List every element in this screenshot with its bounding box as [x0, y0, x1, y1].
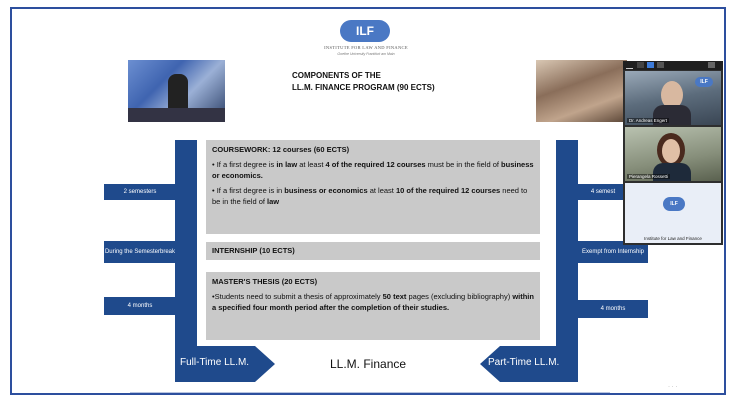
graduation-photo — [128, 60, 225, 122]
participant-3-logo: ILF — [663, 197, 685, 211]
graduate-figure — [168, 74, 188, 116]
internship-heading: INTERNSHIP (10 ECTS) — [212, 246, 295, 255]
coursework-bullet-law: • If a first degree is in law at least 4… — [212, 160, 534, 180]
part-time-bar — [556, 140, 578, 346]
ilf-logo: ILF — [340, 20, 390, 42]
participant-1-name: Dr. Andreas Engert — [627, 118, 670, 123]
left-tag-months: 4 months — [104, 297, 176, 315]
participant-3-name: Institute for Law and Finance — [644, 236, 702, 241]
audience-figure — [128, 108, 225, 122]
right-tag-internship: Exempt from Internship — [578, 241, 648, 263]
thesis-text: •Students need to submit a thesis of app… — [212, 292, 534, 312]
part-time-arrow-tip — [480, 346, 500, 382]
strip-view-icon[interactable] — [657, 62, 664, 68]
coursework-heading: COURSEWORK: 12 courses (60 ECTS) — [212, 145, 350, 154]
slide-title-line1: COMPONENTS OF THE — [292, 71, 381, 80]
coursework-box: COURSEWORK: 12 courses (60 ECTS) • If a … — [206, 140, 540, 234]
next-slide-edge — [130, 392, 610, 398]
video-toolbar[interactable] — [623, 61, 723, 70]
part-time-label: Part-Time LL.M. — [488, 357, 560, 368]
full-time-bar — [175, 140, 197, 346]
thesis-heading: MASTER'S THESIS (20 ECTS) — [212, 277, 318, 286]
classroom-photo — [536, 60, 627, 122]
minimize-icon[interactable] — [626, 62, 633, 69]
participant-tile-1[interactable]: ILF Dr. Andreas Engert — [625, 71, 721, 125]
right-tag-semesters: 4 semest — [578, 184, 628, 200]
internship-box: INTERNSHIP (10 ECTS) — [206, 242, 540, 260]
program-name: LL.M. Finance — [330, 357, 407, 371]
participant-2-body — [653, 163, 691, 181]
full-time-arrow-tip — [255, 346, 275, 382]
participant-2-name: Pierangela Rossetti — [627, 174, 671, 179]
right-tag-months: 4 months — [578, 300, 648, 318]
video-panel: ILF Dr. Andreas Engert Pierangela Rosset… — [623, 61, 723, 245]
part-time-arrow — [500, 346, 578, 382]
participant-2-face — [662, 139, 680, 163]
page-indicator: · · · — [668, 384, 678, 390]
participant-1-face — [661, 81, 683, 109]
speaker-view-icon[interactable] — [637, 62, 644, 68]
slide-title-line2: LL.M. FINANCE PROGRAM (90 ECTS) — [292, 83, 435, 92]
left-tag-semesterbreak: During the Semesterbreak — [104, 241, 176, 263]
full-time-label: Full-Time LL.M. — [180, 357, 250, 368]
thesis-box: MASTER'S THESIS (20 ECTS) •Students need… — [206, 272, 540, 340]
slide-title: COMPONENTS OF THE LL.M. FINANCE PROGRAM … — [292, 70, 435, 94]
left-tag-semesters: 2 semesters — [104, 184, 176, 200]
participant-tile-2[interactable]: Pierangela Rossetti — [625, 127, 721, 181]
participant-1-logo: ILF — [695, 77, 713, 87]
institute-subtitle: Goethe University Frankfurt am Main — [337, 52, 395, 56]
participant-tile-3[interactable]: ILF Institute for Law and Finance — [625, 183, 721, 243]
institute-name: INSTITUTE FOR LAW AND FINANCE — [324, 45, 408, 50]
participant-1-body — [653, 105, 691, 125]
coursework-bullet-business: • If a first degree is in business or ec… — [212, 186, 528, 206]
grid-view-icon[interactable] — [708, 62, 715, 68]
full-time-arrow — [175, 346, 255, 382]
gallery-view-icon[interactable] — [647, 62, 654, 68]
